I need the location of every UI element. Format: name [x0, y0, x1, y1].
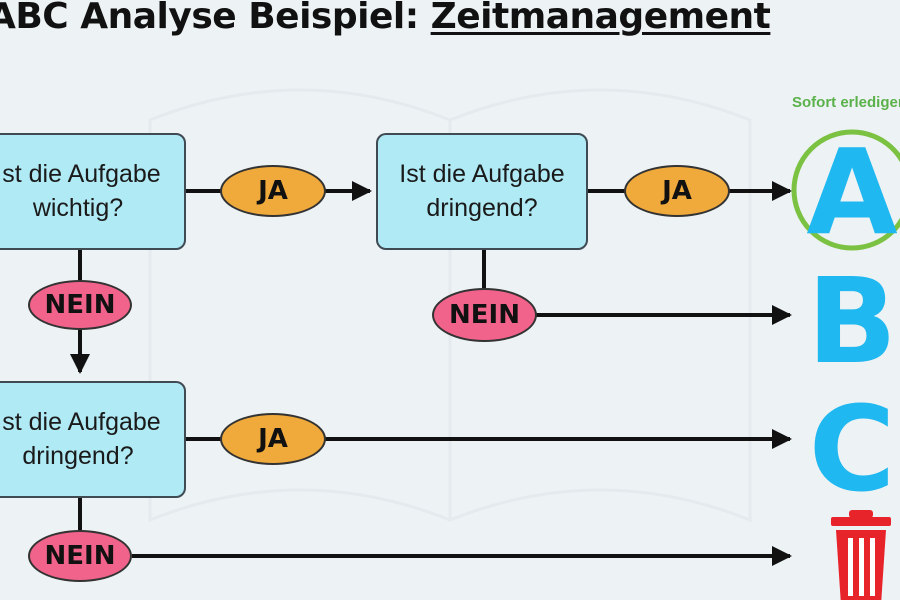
question-important-text: Ist die Aufgabe wichtig?	[0, 159, 161, 222]
connector-lines	[70, 181, 792, 566]
no-pill-urgent-top: NEIN	[432, 288, 537, 342]
outcome-a-letter: A	[806, 123, 898, 261]
a-note-label: Sofort erledigen	[792, 94, 900, 111]
question-box-important: Ist die Aufgabe wichtig?	[0, 133, 186, 250]
yes-pill-urgent-bottom: JA	[220, 413, 326, 465]
outcome-c-letter: C	[808, 380, 896, 518]
yes-pill-important: JA	[220, 165, 326, 217]
yes-pill-urgent-top: JA	[624, 165, 730, 217]
question-box-urgent-top: Ist die Aufgabe dringend?	[376, 133, 588, 250]
a-highlight-ring	[791, 129, 900, 251]
page-title-highlight: Zeitmanagement	[430, 0, 771, 37]
question-urgent-bottom-text: Ist die Aufgabe dringend?	[0, 407, 161, 470]
question-box-urgent-bottom: Ist die Aufgabe dringend?	[0, 381, 186, 498]
no-pill-important: NEIN	[28, 280, 132, 330]
page-title: ABC Analyse Beispiel: Zeitmanagement	[0, 0, 771, 37]
no-pill-urgent-bottom: NEIN	[28, 530, 132, 582]
trash-icon	[831, 510, 891, 600]
outcome-b-letter: B	[807, 252, 897, 390]
question-urgent-top-text: Ist die Aufgabe dringend?	[399, 159, 565, 222]
